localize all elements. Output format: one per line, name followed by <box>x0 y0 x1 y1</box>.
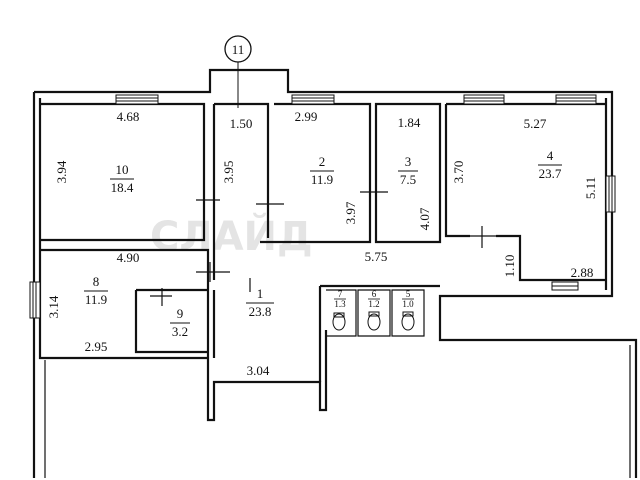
room-10-number: 10 <box>116 162 129 177</box>
window-room-8 <box>29 281 41 319</box>
window-room-4-right <box>555 94 597 105</box>
room-9-area: 3.2 <box>172 324 188 339</box>
doors <box>150 182 496 306</box>
room-7-area: 1.3 <box>334 299 346 309</box>
room-7-number: 7 <box>338 289 343 299</box>
dimension-label: 1.10 <box>502 255 517 278</box>
watermark: СЛАЙД <box>150 212 313 260</box>
windows <box>29 94 616 319</box>
window-room-4-left <box>463 94 505 105</box>
dimension-label: 4.90 <box>117 250 140 265</box>
dimension-label: 1.84 <box>398 115 421 130</box>
room-8-number: 8 <box>93 274 100 289</box>
room-10-area: 18.4 <box>111 180 134 195</box>
window-room-2 <box>291 94 335 105</box>
room-6-area: 1.2 <box>368 299 379 309</box>
window-room-10 <box>115 94 159 105</box>
room-3-area: 7.5 <box>400 172 416 187</box>
room-5-area: 1.0 <box>402 299 414 309</box>
room-4-number: 4 <box>547 148 554 163</box>
dimension-label: 4.68 <box>117 109 140 124</box>
dimension-label: 2.95 <box>85 339 108 354</box>
room-labels: 10 18.4 2 11.9 3 7.5 4 23.7 8 11.9 9 3.2… <box>84 148 562 339</box>
dimension-label: 3.04 <box>247 363 270 378</box>
dimension-label: 3.14 <box>46 295 61 318</box>
toilet-icon <box>401 311 415 331</box>
window-room-4-east <box>605 175 616 213</box>
room-1-area: 23.8 <box>249 304 272 319</box>
dimension-label: 5.11 <box>583 177 598 199</box>
room-6-number: 6 <box>372 289 377 299</box>
axis-marker: 11 <box>224 35 252 108</box>
room-8-area: 11.9 <box>85 292 107 307</box>
dimension-label: 2.88 <box>571 265 594 280</box>
window-room-4-south <box>551 281 579 291</box>
outer-walls <box>32 68 638 478</box>
dimension-label: 3.97 <box>343 201 358 224</box>
dimension-label: 3.70 <box>451 161 466 184</box>
axis-marker-label: 11 <box>232 42 245 57</box>
dimension-label: 1.50 <box>230 116 253 131</box>
dimension-label: 4.07 <box>417 207 432 230</box>
dimension-label: 5.75 <box>365 249 388 264</box>
room-3-number: 3 <box>405 154 412 169</box>
room-2-number: 2 <box>319 154 326 169</box>
dimension-label: 2.99 <box>295 109 318 124</box>
room-9-number: 9 <box>177 306 184 321</box>
toilet-icon <box>367 311 381 331</box>
dimension-label: 5.27 <box>524 116 547 131</box>
toilet-icon <box>332 312 346 331</box>
room-2-area: 11.9 <box>311 172 333 187</box>
room-1-number: 1 <box>257 286 264 301</box>
dimension-label: 3.94 <box>54 160 69 183</box>
dimension-label: 3.95 <box>221 161 236 184</box>
dimension-labels: 4.68 1.50 2.99 1.84 5.27 3.94 3.95 3.97 … <box>46 109 598 378</box>
sanitary-fixtures <box>332 311 415 331</box>
room-4-area: 23.7 <box>539 166 562 181</box>
room-5-number: 5 <box>406 289 411 299</box>
